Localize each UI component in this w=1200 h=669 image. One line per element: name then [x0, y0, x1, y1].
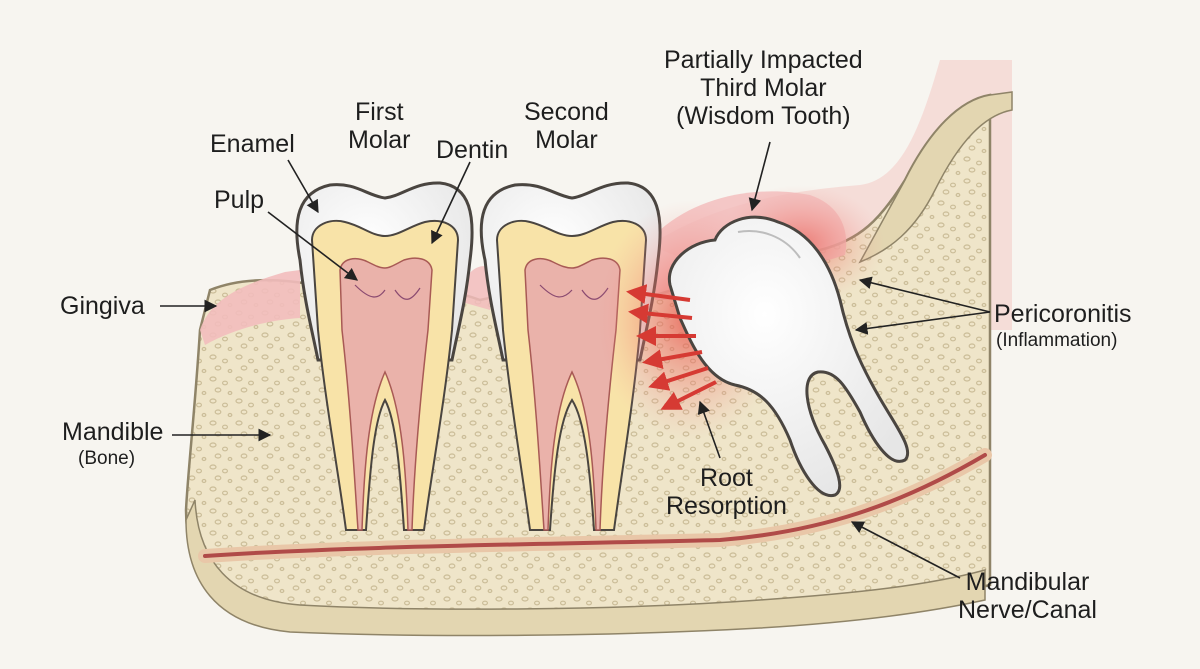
- gingiva-label: Gingiva: [60, 292, 145, 320]
- nerve-label: Mandibular Nerve/Canal: [958, 568, 1097, 624]
- first-molar-label: First Molar: [348, 98, 411, 154]
- first-molar: [295, 181, 474, 531]
- pericoronitis-label: Pericoronitis: [994, 300, 1132, 328]
- pulp-leader: [267, 211, 359, 281]
- first-molar-label-line1: First: [354, 98, 404, 126]
- pericoronitis-leader-2: [854, 311, 991, 335]
- enamel-label: Enamel: [210, 130, 295, 158]
- pericoronitis-note: (Inflammation): [996, 330, 1118, 351]
- dentin-leader: [431, 161, 471, 245]
- third-molar-crown: [667, 215, 910, 497]
- second-molar-label: Second Molar: [524, 98, 609, 154]
- mandible-cortex: [185, 499, 986, 637]
- pericoronitis-leader-1: [858, 276, 991, 313]
- dentin-label: Dentin: [436, 136, 509, 164]
- enamel-leader: [287, 159, 319, 214]
- third-molar-label-line3: (Wisdom Tooth): [676, 102, 851, 130]
- mandibular-nerve: [203, 453, 987, 558]
- nerve-leader: [850, 521, 961, 579]
- resorption-arrows: [626, 284, 717, 410]
- first-molar-pulp: [339, 257, 433, 531]
- gingiva-tissue: [200, 270, 300, 345]
- third-molar-label-line1: Partially Impacted: [664, 46, 863, 74]
- second-molar-label-line2: Molar: [535, 126, 598, 154]
- first-molar-label-line2: Molar: [348, 126, 411, 154]
- mandible-note: (Bone): [78, 448, 136, 469]
- nerve-label-line2: Nerve/Canal: [958, 596, 1097, 624]
- third-molar-label: Partially Impacted Third Molar (Wisdom T…: [664, 46, 863, 130]
- leader-lines: [160, 141, 991, 579]
- ramus-cortex: [858, 91, 1013, 264]
- pulp-label: Pulp: [214, 186, 265, 214]
- mandible-label: Mandible: [62, 418, 164, 446]
- third-molar: [667, 215, 910, 497]
- third-molar-label-line2: Third Molar: [700, 74, 827, 102]
- root-resorption-leader: [697, 400, 721, 459]
- root-resorption-label: Root Resorption: [666, 464, 787, 520]
- third-molar-leader: [748, 141, 771, 212]
- root-resorption-label-line1: Root: [700, 464, 753, 492]
- nerve-label-line1: Mandibular: [965, 568, 1090, 596]
- root-resorption-label-line2: Resorption: [666, 492, 787, 520]
- second-molar-label-line1: Second: [524, 98, 609, 126]
